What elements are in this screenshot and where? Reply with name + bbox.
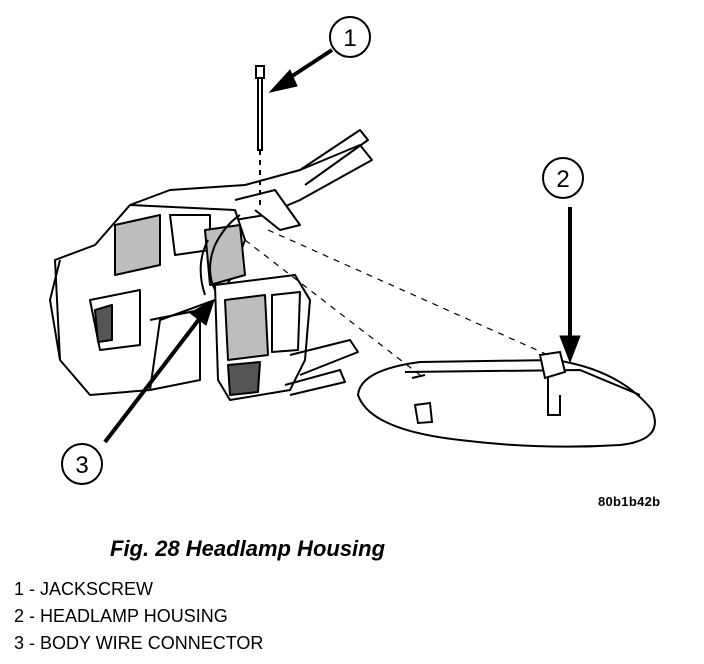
callout-3-number: 3 (75, 452, 88, 479)
callout-1-number: 1 (343, 25, 356, 52)
callout-3: 3 (61, 443, 103, 485)
legend-list: 1 - JACKSCREW 2 - HEADLAMP HOUSING 3 - B… (14, 576, 263, 657)
legend-item-jackscrew: 1 - JACKSCREW (14, 579, 154, 599)
headlamp-housing-part (244, 229, 656, 448)
legend-item-headlamp-housing: 2 - HEADLAMP HOUSING (14, 606, 228, 626)
vehicle-body-structure (49, 129, 373, 401)
figure-caption: Fig. 28 Headlamp Housing (110, 536, 386, 561)
callout-1: 1 (329, 16, 371, 58)
figure-code: 80b1b42b (598, 494, 661, 509)
callout-arrows (103, 48, 581, 444)
callout-2-number: 2 (556, 166, 569, 193)
jackscrew (255, 65, 265, 205)
callout-2: 2 (542, 157, 584, 199)
legend-item-body-wire-connector: 3 - BODY WIRE CONNECTOR (14, 633, 264, 653)
headlamp-housing-diagram: 1 2 3 (49, 16, 656, 485)
